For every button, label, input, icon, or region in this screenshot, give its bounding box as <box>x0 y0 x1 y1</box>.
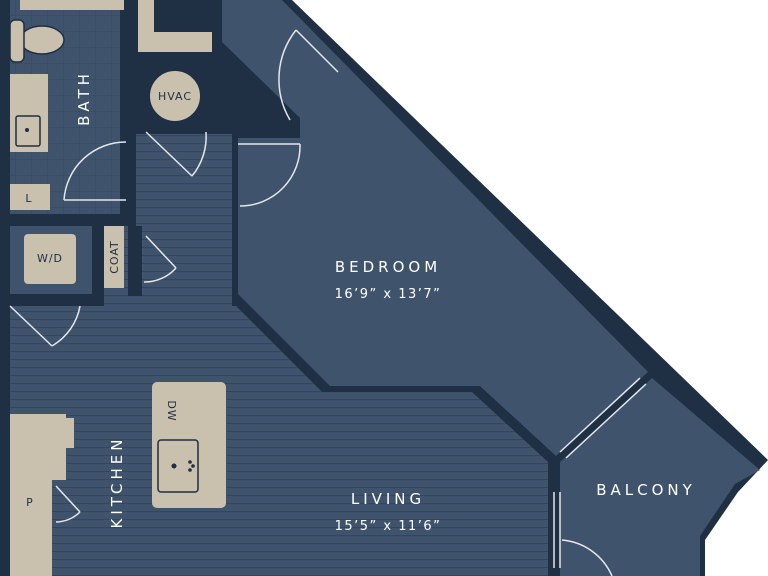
hvac-unit <box>148 69 202 123</box>
faucet-handle <box>188 460 192 464</box>
washer-dryer <box>24 234 76 284</box>
wall-segment <box>128 56 220 68</box>
bedroom-door-swing <box>238 143 301 207</box>
wall-segment <box>210 0 222 56</box>
toilet-bowl <box>19 25 65 55</box>
living-dimensions: 15’5” x 11’6” <box>335 519 442 534</box>
bath-counter-top <box>20 0 124 10</box>
bath-sink <box>15 115 41 147</box>
toilet-tank <box>9 19 25 63</box>
bedroom-dimensions: 16’9” x 13’7” <box>335 287 442 302</box>
hvac-label: HVAC <box>158 90 192 103</box>
balcony-floor <box>560 378 760 576</box>
wall-segment <box>0 294 104 306</box>
dishwasher-label: DW <box>165 400 178 421</box>
island-sink <box>157 439 199 493</box>
bedroom-slider-track <box>565 383 647 459</box>
door-swings <box>9 29 647 576</box>
coat-closet <box>104 226 124 288</box>
island-sink-drain <box>171 463 177 469</box>
living-floor <box>10 306 548 576</box>
coat-label: COAT <box>108 240 121 274</box>
laundry-door-swing <box>9 305 81 347</box>
faucet-handle <box>188 468 192 472</box>
washer-dryer-label: W/D <box>37 252 63 265</box>
bath-closet <box>138 0 212 52</box>
wall-segment <box>208 56 220 134</box>
balcony-label: BALCONY <box>596 481 696 499</box>
coat-door-swing <box>143 235 177 283</box>
kitchen-counter-lower <box>10 524 52 576</box>
wall-segment <box>92 226 104 296</box>
bedroom-label: BEDROOM <box>335 258 441 276</box>
linen-label: L <box>25 192 32 205</box>
kitchen-label: KITCHEN <box>108 436 126 529</box>
wall-segment <box>128 226 142 296</box>
hvac-door-swing <box>145 131 207 177</box>
faucet-spout <box>191 464 195 468</box>
pantry-door-swing <box>55 485 81 523</box>
bedroom-floor <box>220 0 648 456</box>
entry-door-swing <box>278 29 339 121</box>
living-label: LIVING <box>351 490 425 508</box>
kitchen-counter-upper <box>10 414 66 480</box>
linen-closet <box>10 184 50 210</box>
bath-door-swing <box>63 141 127 201</box>
pantry-label: P <box>26 496 34 509</box>
bedroom-slider-track <box>559 377 641 453</box>
sink-drain <box>25 128 29 132</box>
wall-segment <box>94 214 136 226</box>
pantry <box>10 480 52 524</box>
balcony-door-swing <box>561 539 613 576</box>
bath-label: BATH <box>75 70 93 126</box>
kitchen-island <box>152 382 226 508</box>
range-knob <box>66 418 74 448</box>
